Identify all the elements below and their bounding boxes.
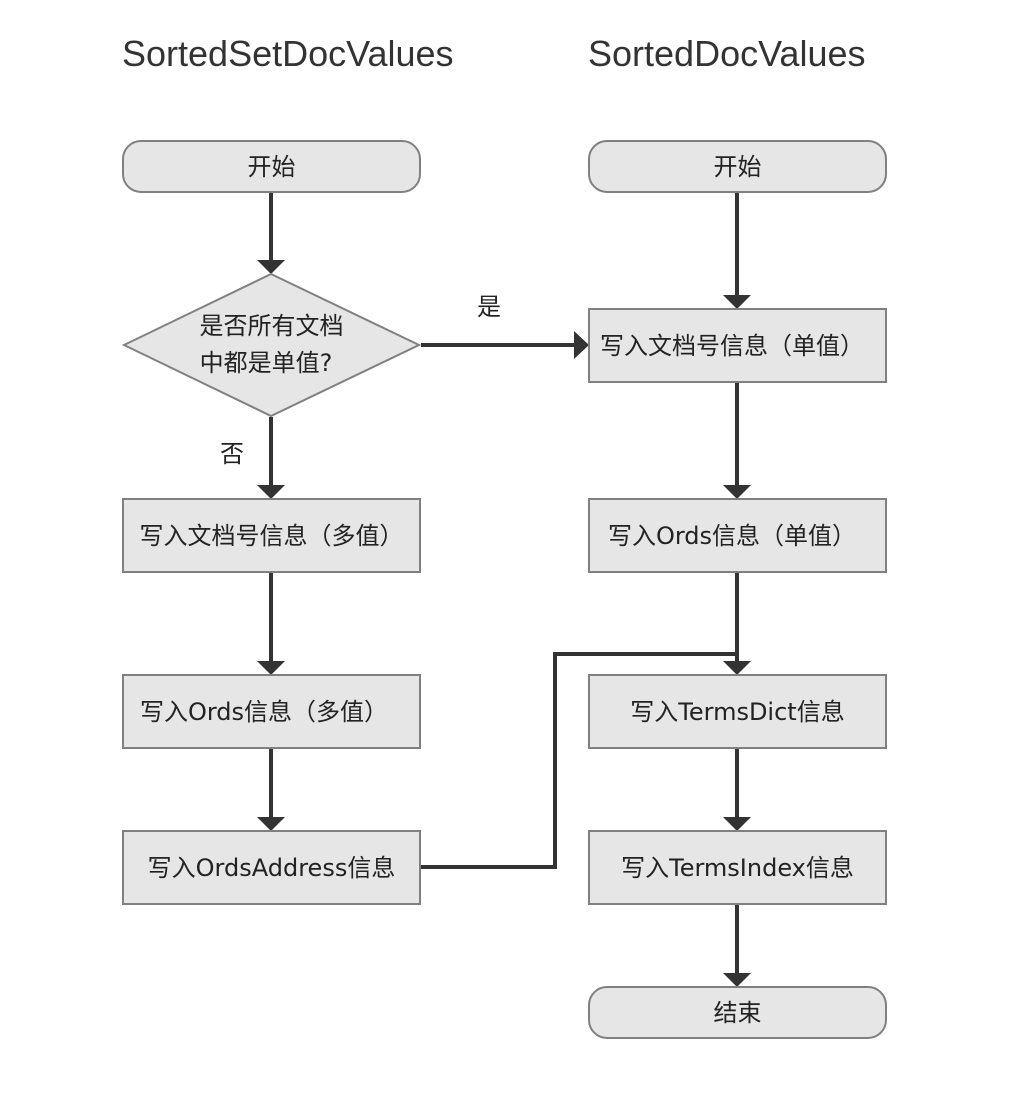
arrowhead	[257, 661, 285, 675]
write-ords-address-node: 写入OrdsAddress信息	[122, 830, 421, 905]
write-ords-multi-label: 写入Ords信息（多值）	[140, 698, 388, 726]
right-start-node: 开始	[588, 140, 887, 193]
arrowhead	[723, 973, 751, 987]
write-docs-single-label: 写入文档号信息（单值）	[600, 332, 864, 360]
write-ords-single-label: 写入Ords信息（单值）	[608, 522, 856, 550]
right-title: SortedDocValues	[588, 33, 866, 74]
write-terms-index-label: 写入TermsIndex信息	[621, 854, 854, 882]
decision-label-line2: 中都是单值?	[200, 349, 333, 377]
arrowhead	[723, 817, 751, 831]
edge-address-to-termsdict	[421, 652, 737, 869]
write-docs-single-node: 写入文档号信息（单值）	[588, 308, 887, 383]
left-start-label: 开始	[248, 153, 296, 181]
no-label: 否	[220, 440, 244, 468]
yes-label: 是	[477, 293, 501, 321]
write-terms-dict-label: 写入TermsDict信息	[630, 698, 844, 726]
write-terms-dict-node: 写入TermsDict信息	[588, 674, 887, 749]
write-ords-single-node: 写入Ords信息（单值）	[588, 498, 887, 573]
decision-node: 是否所有文档 中都是单值?	[121, 272, 422, 418]
end-node: 结束	[588, 986, 887, 1039]
arrowhead	[257, 260, 285, 274]
write-docs-multi-node: 写入文档号信息（多值）	[122, 498, 421, 573]
right-start-label: 开始	[714, 153, 762, 181]
arrowhead	[723, 295, 751, 309]
arrowhead	[574, 331, 589, 359]
write-ords-address-label: 写入OrdsAddress信息	[148, 854, 396, 882]
arrowhead	[723, 485, 751, 499]
write-ords-multi-node: 写入Ords信息（多值）	[122, 674, 421, 749]
left-title: SortedSetDocValues	[122, 33, 454, 74]
end-label: 结束	[714, 999, 762, 1027]
arrowhead	[257, 485, 285, 499]
arrowhead	[257, 817, 285, 831]
left-start-node: 开始	[122, 140, 421, 193]
write-terms-index-node: 写入TermsIndex信息	[588, 830, 887, 905]
write-docs-multi-label: 写入文档号信息（多值）	[140, 522, 404, 550]
decision-label-line1: 是否所有文档	[200, 312, 344, 340]
arrowhead	[723, 661, 751, 675]
